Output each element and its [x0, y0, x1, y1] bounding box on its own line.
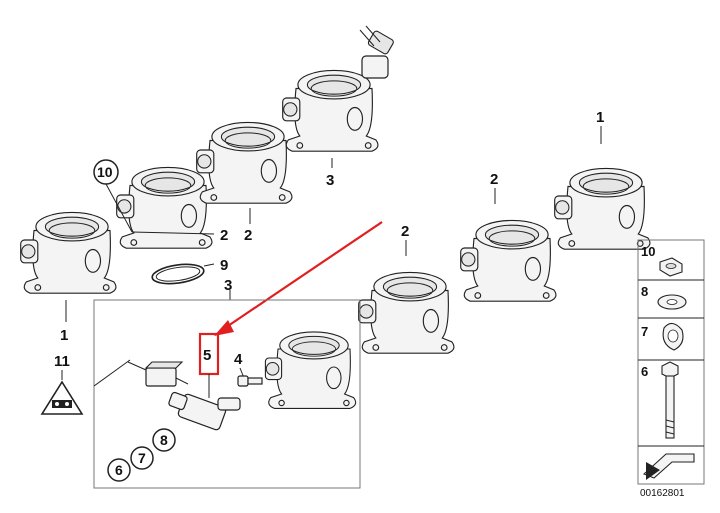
part-number-2-right-b: 2 — [401, 223, 409, 240]
red-pointer-arrow — [214, 221, 383, 336]
gasket-ring — [151, 263, 205, 285]
legend-panel — [637, 239, 705, 485]
throttle-body-assembly-right-middle — [460, 219, 557, 302]
leader-line — [105, 183, 133, 233]
leader-line — [93, 359, 131, 387]
callout-circle-6 — [107, 458, 131, 482]
throttle-body-assembly-third — [196, 121, 293, 204]
warning-triangle-icon — [40, 380, 84, 415]
throttle-body-assembly-fourth — [282, 25, 394, 152]
part-number-3-top: 3 — [326, 172, 334, 189]
document-code: 00162801 — [640, 488, 685, 499]
part-number-1-right: 1 — [596, 109, 604, 126]
legend-label-8: 8 — [641, 284, 648, 299]
part-number-2-b: 2 — [244, 227, 252, 244]
washer-icon — [657, 294, 687, 310]
part-number-9: 9 — [220, 257, 228, 274]
leader-line — [131, 231, 215, 235]
nut-icon — [659, 257, 683, 277]
callout-8-label: 8 — [160, 432, 168, 448]
part-number-11: 11 — [54, 353, 70, 370]
callout-circle-8 — [152, 428, 176, 452]
throttle-body-assembly-second — [116, 166, 213, 249]
callout-10-label: 10 — [97, 164, 113, 180]
legend-label-6: 6 — [641, 364, 648, 379]
callout-6-label: 6 — [115, 462, 123, 478]
part-number-3-detail: 3 — [224, 277, 232, 294]
callout-circle-7 — [130, 446, 154, 470]
throttle-body-assembly-right-rear — [554, 167, 651, 250]
bolt-icon — [661, 361, 679, 439]
detail-box — [93, 299, 361, 489]
part-number-2-a: 2 — [220, 227, 228, 244]
seal-ring-icon — [662, 322, 684, 351]
legend-label-10: 10 — [641, 244, 655, 259]
part-number-1-left: 1 — [60, 327, 68, 344]
detail-throttle-body — [264, 331, 357, 409]
callout-7-label: 7 — [138, 450, 146, 466]
legend-label-7: 7 — [641, 324, 648, 339]
part-number-5: 5 — [203, 347, 211, 364]
arrow-symbol-icon — [642, 453, 695, 480]
part-number-2-right-a: 2 — [490, 171, 498, 188]
throttle-body-assembly-front — [20, 211, 117, 294]
leader-line — [203, 263, 215, 267]
part-number-4: 4 — [234, 351, 243, 368]
sensor-part-5 — [168, 391, 241, 431]
connector-block — [127, 361, 189, 387]
throttle-body-assembly-right-front — [358, 271, 455, 354]
screw-part-4 — [237, 375, 263, 387]
